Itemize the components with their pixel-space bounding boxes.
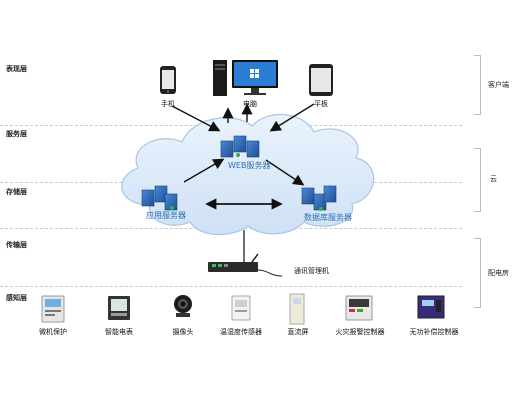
power-room-bracket bbox=[474, 238, 481, 308]
computer-icon bbox=[213, 60, 278, 96]
app-server-icon bbox=[141, 185, 178, 211]
device-label-reactive-compensation: 无功补偿控制器 bbox=[409, 328, 459, 336]
layer-label-storage: 存储层 bbox=[6, 188, 27, 196]
layer-label-perception: 感知层 bbox=[6, 294, 27, 302]
cloud-shape bbox=[121, 113, 375, 236]
smart-meter-icon bbox=[108, 296, 130, 320]
reactive-compensation-controller-icon bbox=[417, 295, 445, 319]
device-label-smart-meter: 智能电表 bbox=[105, 328, 133, 336]
layer-label-presentation: 表现层 bbox=[6, 65, 27, 73]
side-label-cloud: 云 bbox=[490, 175, 497, 183]
arrow-app-to-web bbox=[183, 158, 225, 183]
fire-alarm-controller-icon bbox=[345, 295, 373, 321]
arrow-tablet-to-web bbox=[269, 103, 315, 132]
camera-icon bbox=[174, 295, 192, 317]
db-server-label: 数据库服务器 bbox=[304, 213, 352, 222]
device-label-fire-alarm: 火灾报警控制器 bbox=[335, 328, 385, 336]
relay-protection-icon bbox=[41, 295, 65, 323]
side-label-power-room: 配电房 bbox=[488, 269, 509, 277]
arrow-web-to-db bbox=[265, 159, 305, 186]
layer-label-service: 服务层 bbox=[6, 130, 27, 138]
layer-label-transport: 传输层 bbox=[6, 241, 27, 249]
separator-line bbox=[0, 286, 462, 287]
tablet-label: 平板 bbox=[314, 100, 328, 108]
web-server-icon bbox=[220, 135, 260, 158]
device-label-camera: 摄像头 bbox=[172, 328, 194, 336]
gateway-label: 通讯管理机 bbox=[294, 267, 329, 275]
phone-label: 手机 bbox=[161, 100, 175, 108]
device-label-relay-protection: 微机保护 bbox=[39, 328, 67, 336]
device-label-temp-humidity: 温湿度传感器 bbox=[220, 328, 262, 336]
web-server-label: WEB服务器 bbox=[228, 161, 271, 170]
arrow-phone-to-web bbox=[171, 105, 221, 132]
cloud-bracket bbox=[474, 148, 481, 212]
db-server-icon bbox=[301, 185, 337, 211]
computer-label: 电脑 bbox=[243, 100, 257, 108]
temperature-humidity-sensor-icon bbox=[231, 295, 251, 321]
side-label-client: 客户端 bbox=[488, 81, 509, 89]
device-label-dc-panel: 直流屏 bbox=[287, 328, 309, 336]
phone-icon bbox=[160, 66, 176, 94]
dc-panel-icon bbox=[289, 293, 305, 325]
client-bracket bbox=[474, 55, 481, 115]
tablet-icon bbox=[309, 64, 333, 96]
app-server-label: 应用服务器 bbox=[146, 211, 186, 220]
gateway-device-icon bbox=[208, 253, 283, 277]
